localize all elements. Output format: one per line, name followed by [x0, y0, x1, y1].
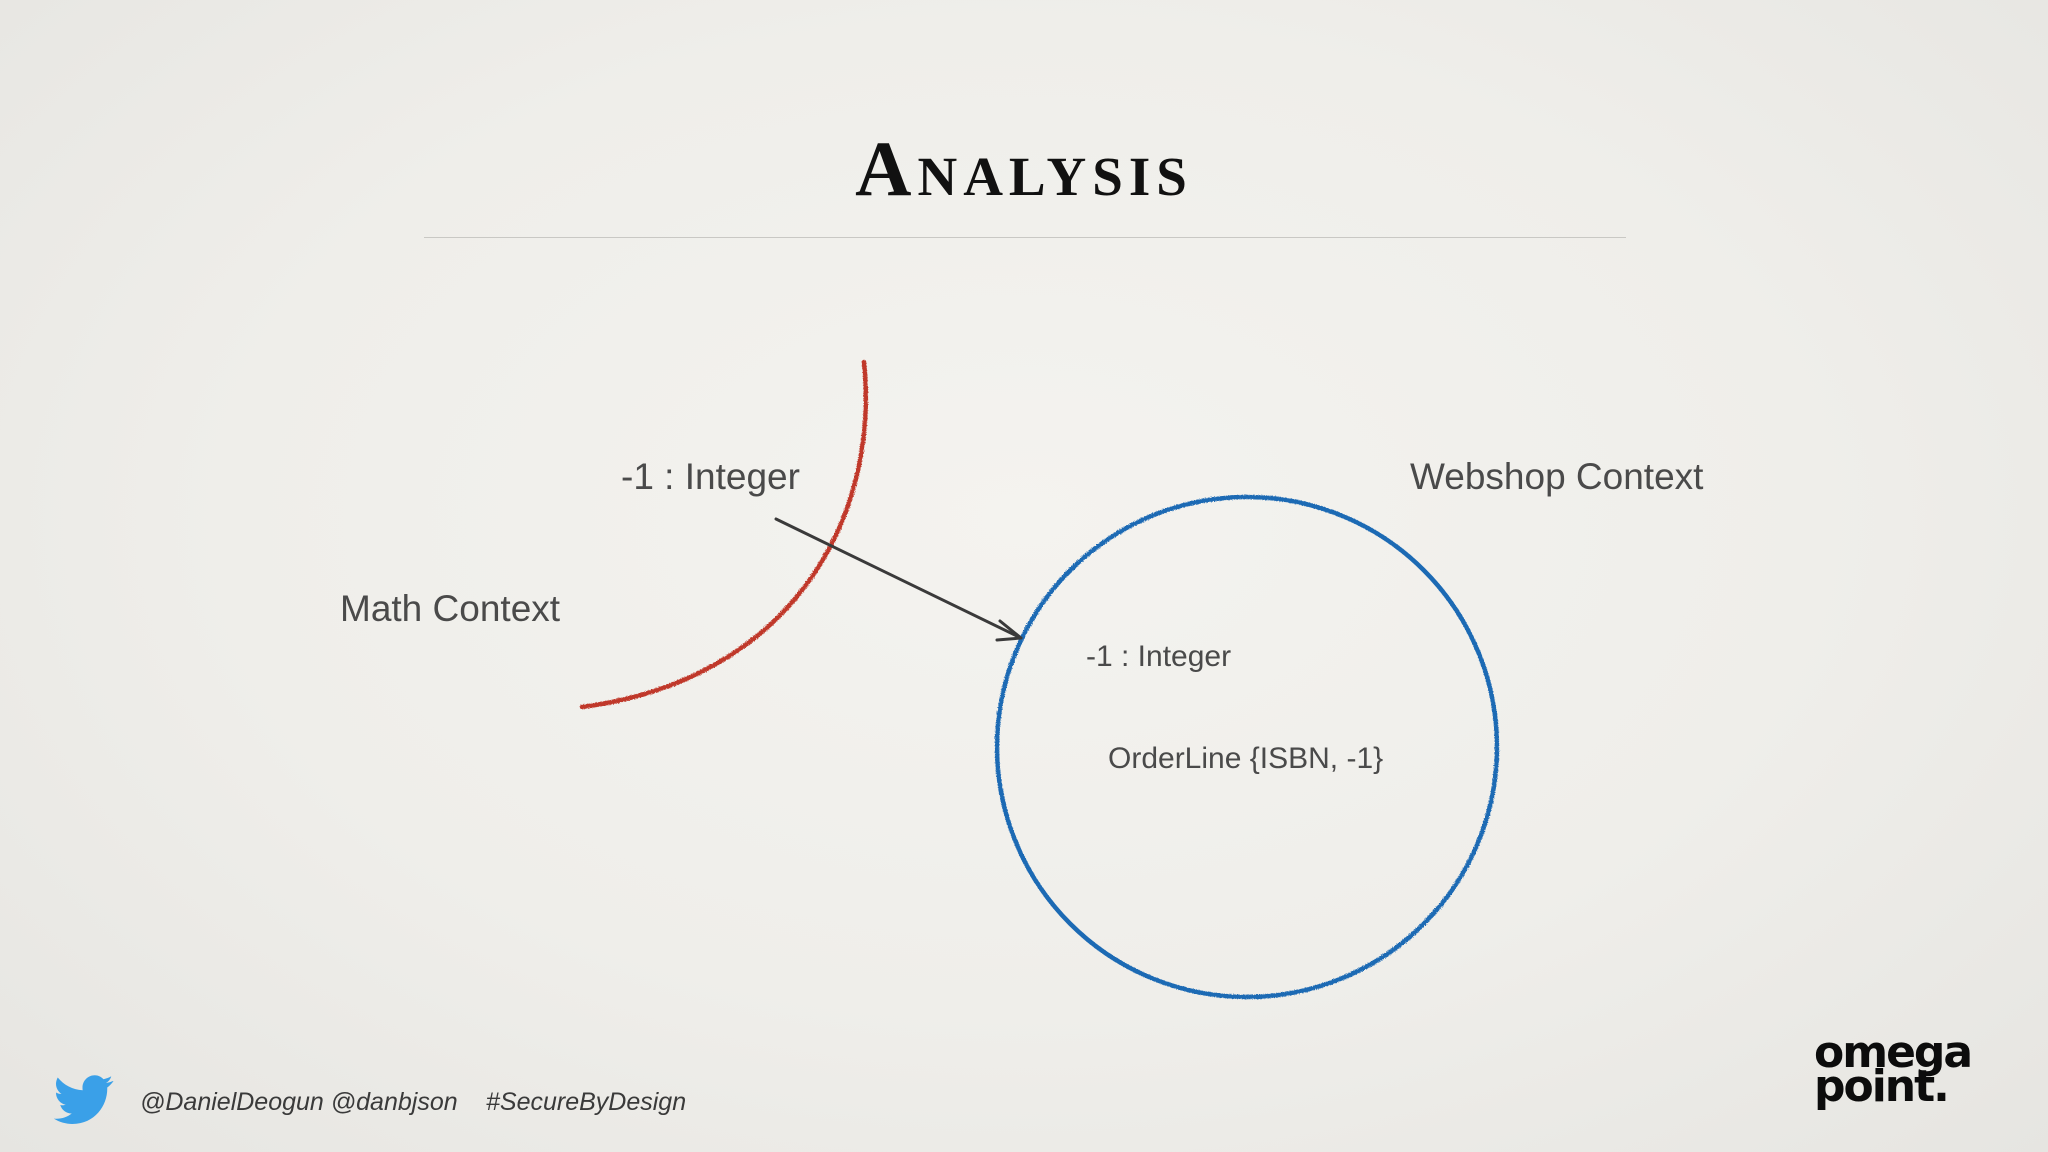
- logo-line-2: point.: [1814, 1061, 1950, 1112]
- webshop-context-boundary: [994, 494, 1500, 1000]
- twitter-handles: @DanielDeogun @danbjson: [140, 1088, 458, 1116]
- math-context-label: Math Context: [340, 588, 561, 629]
- slide-title: Analysis: [855, 125, 1193, 212]
- twitter-icon: [54, 1075, 114, 1124]
- webshop-context-label: Webshop Context: [1410, 456, 1704, 497]
- webshop-item-orderline: OrderLine {ISBN, -1}: [1108, 742, 1384, 775]
- logo-line-1: omega: [1814, 1027, 1973, 1078]
- webshop-item-integer: -1 : Integer: [1086, 640, 1232, 673]
- outside-value-label: -1 : Integer: [621, 456, 800, 497]
- slide-footer: [0, 1000, 2048, 1152]
- math-context-boundary: [579, 359, 869, 710]
- omega-point-logo: omega point.: [1814, 1027, 2004, 1112]
- hashtag: #SecureByDesign: [486, 1088, 687, 1116]
- title-divider: [424, 237, 1626, 238]
- transfer-arrow: [774, 517, 1023, 642]
